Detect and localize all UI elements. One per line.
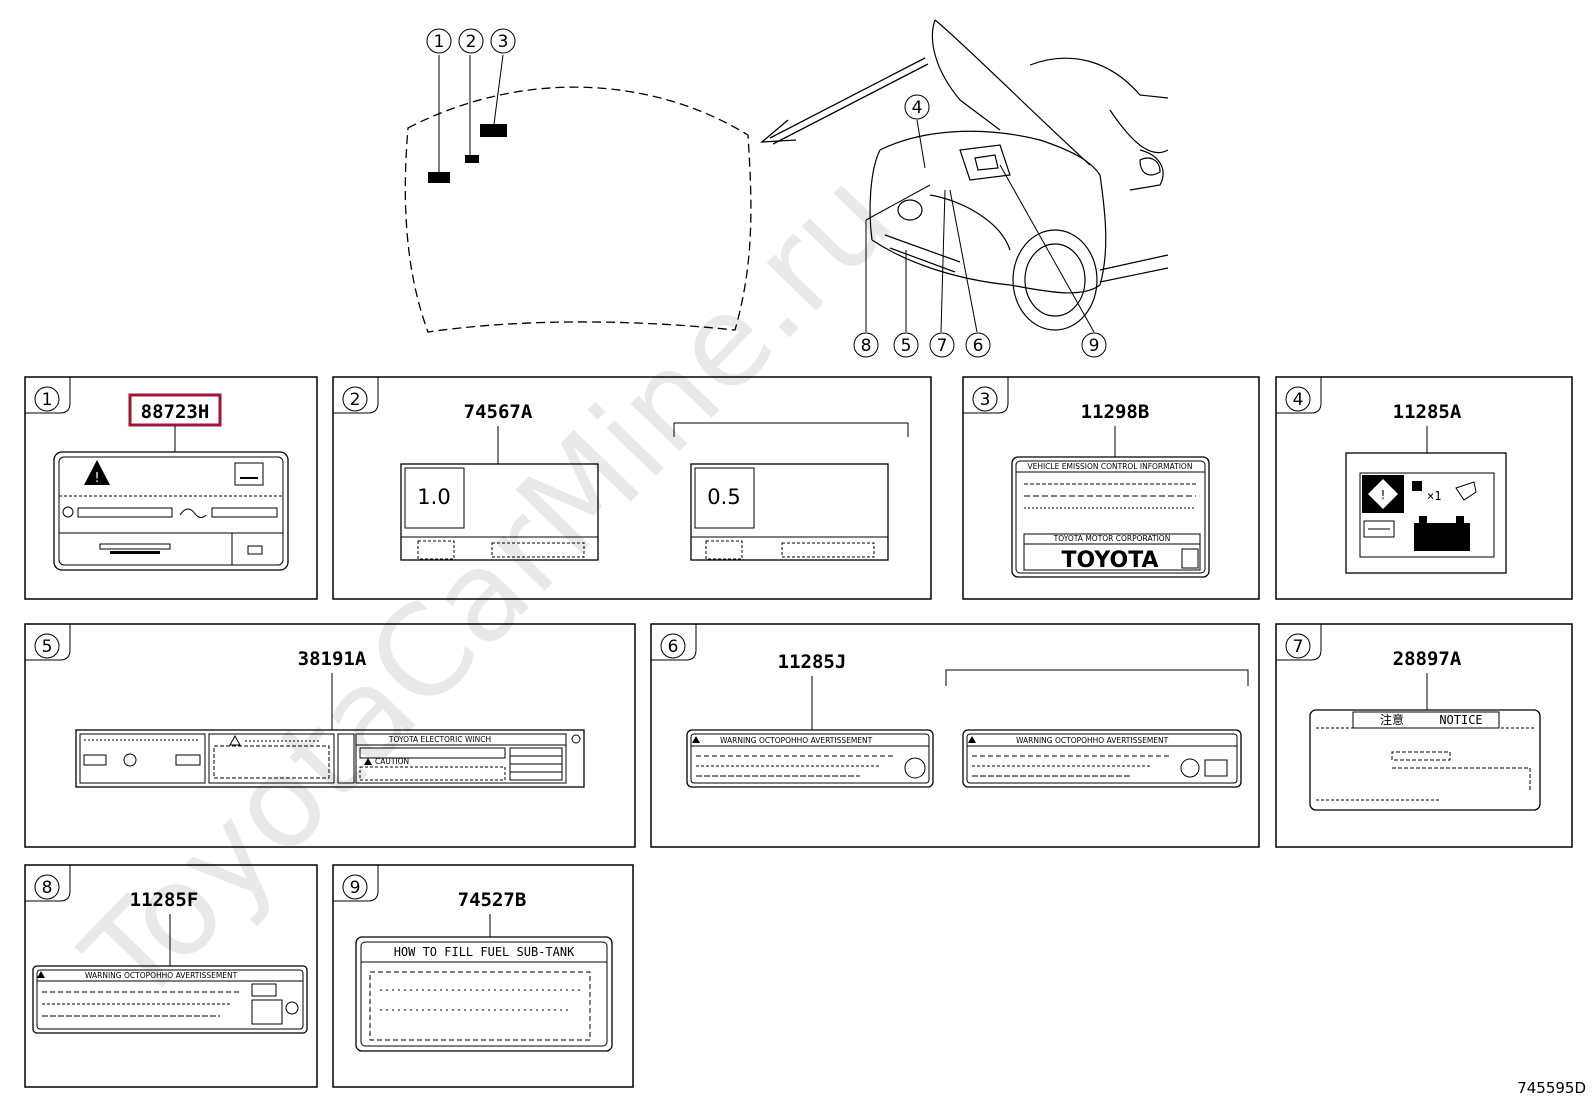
part-number-7[interactable]: 28897A [1393, 648, 1462, 670]
caution-icon [1180, 758, 1200, 778]
maker-name: TOYOTA MOTOR CORPORATION [1053, 534, 1171, 543]
panel-8: 8 11285F WARNING OCTOPOHHO AVERTISSEMENT [24, 864, 318, 1088]
diagram-code: 745595D [1517, 1079, 1586, 1097]
part-highlight [128, 393, 222, 427]
hood-drawing [404, 86, 752, 333]
svg-text:7: 7 [1293, 637, 1304, 657]
panel-2: 2 74567A 1.0 0.5 [332, 376, 932, 600]
manual-book-icon [1363, 520, 1395, 538]
svg-text:3: 3 [498, 32, 509, 52]
svg-text:6: 6 [973, 336, 984, 356]
svg-text:9: 9 [350, 878, 361, 898]
hood-label-markers [428, 124, 507, 183]
manual-icon [234, 462, 264, 486]
warning-triangle-icon [84, 460, 110, 485]
svg-text:1: 1 [434, 32, 445, 52]
svg-text:8: 8 [861, 336, 872, 356]
hose-icon [179, 508, 207, 518]
panel-4: 4 11285A ! ×1 [1275, 376, 1573, 600]
part-number-4[interactable]: 11285A [1393, 401, 1462, 423]
battery-icon [1414, 523, 1470, 551]
panel-7: 7 28897A 注意 NOTICE [1275, 623, 1573, 848]
panel-1: 1 88723H ! [24, 376, 318, 600]
svg-text:3: 3 [980, 390, 991, 410]
battery-small-icon [1204, 759, 1228, 777]
svg-text:2: 2 [466, 32, 477, 52]
svg-text:!: ! [93, 471, 101, 486]
panel-5: 5 38191A TOYOTA ELECTORIC WINCH CAUTION [24, 623, 636, 848]
part-number-5[interactable]: 38191A [298, 648, 367, 670]
svg-text:5: 5 [42, 637, 53, 657]
engine-oil-icon [904, 757, 926, 779]
notice-label: NOTICE [1439, 713, 1482, 727]
part-number-2[interactable]: 74567A [464, 401, 533, 423]
svg-text:8: 8 [42, 878, 53, 898]
multiplier-label: ×1 [1427, 489, 1441, 503]
warning-diamond-icon [1368, 479, 1398, 509]
sun-icon [62, 506, 74, 518]
callout-6: 6 [965, 332, 991, 358]
panel-9: 9 74527B HOW TO FILL FUEL SUB-TANK [332, 864, 634, 1088]
part-number-3[interactable]: 11298B [1081, 401, 1150, 423]
panel-6: 6 11285J WARNING OCTOPOHHO AVERTISSEMENT… [650, 623, 1260, 848]
value-label-2: 0.5 [707, 485, 740, 509]
vehicle-drawing [869, 19, 1169, 331]
callout-9: 9 [1081, 332, 1107, 358]
callout-8: 8 [853, 332, 879, 358]
svg-text:6: 6 [668, 637, 679, 657]
toyota-brand: TOYOTA [1061, 548, 1158, 573]
oil-can-icon [1455, 481, 1477, 501]
callout-1: 1 [426, 28, 452, 54]
svg-text:2: 2 [350, 390, 361, 410]
svg-text:4: 4 [1293, 390, 1304, 410]
part-number-8[interactable]: 11285F [130, 889, 199, 911]
warning-text-8: WARNING OCTOPOHHO AVERTISSEMENT [85, 971, 238, 980]
svg-text:1: 1 [42, 390, 53, 410]
fuel-subtank-title: HOW TO FILL FUEL SUB-TANK [394, 945, 575, 959]
callout-4: 4 [904, 94, 930, 120]
warning-text-6b: WARNING OCTOPOHHO AVERTISSEMENT [1016, 736, 1169, 745]
vehicle-leaders [865, 119, 1095, 333]
svg-text:7: 7 [937, 336, 948, 356]
part-number-1[interactable]: 88723H [141, 401, 210, 423]
svg-text:5: 5 [901, 336, 912, 356]
caution-label: CAUTION [375, 757, 409, 766]
panel-3: 3 11298B VEHICLE EMISSION CONTROL INFORM… [962, 376, 1260, 600]
svg-text:9: 9 [1089, 336, 1100, 356]
callout-2: 2 [458, 28, 484, 54]
winch-title: TOYOTA ELECTORIC WINCH [388, 735, 491, 744]
cooling-system-icon [251, 999, 283, 1025]
warning-text-6a: WARNING OCTOPOHHO AVERTISSEMENT [720, 736, 873, 745]
callout-3: 3 [490, 28, 516, 54]
svg-text:4: 4 [912, 98, 923, 118]
svg-text:!: ! [1379, 488, 1386, 502]
value-label-1: 1.0 [417, 485, 450, 509]
part-number-9[interactable]: 74527B [458, 889, 527, 911]
callout-7: 7 [929, 332, 955, 358]
part-number-6[interactable]: 11285J [778, 651, 847, 673]
callout-5: 5 [893, 332, 919, 358]
hood-leaders [438, 54, 504, 172]
engine-icon [251, 983, 277, 997]
emission-header: VEHICLE EMISSION CONTROL INFORMATION [1028, 462, 1193, 471]
direction-arrow [760, 57, 929, 145]
notice-cjk: 注意 [1380, 712, 1404, 727]
